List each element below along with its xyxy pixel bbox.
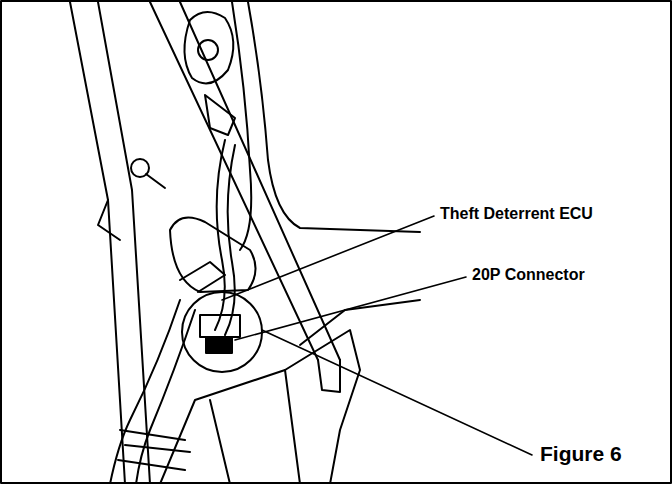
belt-retractor	[198, 40, 218, 60]
detail-circle	[182, 292, 262, 372]
lower-trim	[160, 330, 360, 484]
seat-belt	[150, 2, 318, 360]
20p-connector	[200, 315, 240, 337]
part-label: 20P Connector	[472, 266, 585, 284]
belt-retractor	[184, 12, 233, 83]
theft-deterrent-ecu	[170, 218, 256, 293]
trim-clip	[146, 174, 165, 188]
20p-connector	[206, 337, 232, 353]
part-label: Theft Deterrent ECU	[440, 205, 593, 223]
pillar-edge	[98, 2, 150, 484]
figure-caption: Figure 6	[540, 442, 622, 465]
lower-trim	[300, 300, 420, 345]
wire-harness	[110, 300, 180, 484]
belt-guide	[205, 95, 235, 135]
ecu-bracket	[180, 262, 225, 292]
leader-line	[235, 277, 466, 340]
pillar-edge	[70, 2, 125, 484]
trim-clip	[98, 200, 120, 240]
wire-harness	[215, 140, 225, 330]
lower-trim	[210, 370, 300, 484]
seat-belt	[180, 2, 340, 360]
body-panel	[232, 2, 251, 250]
leader-line	[222, 216, 434, 300]
wire-harness	[136, 310, 195, 484]
body-panel	[248, 2, 420, 232]
leader-line	[262, 330, 532, 455]
